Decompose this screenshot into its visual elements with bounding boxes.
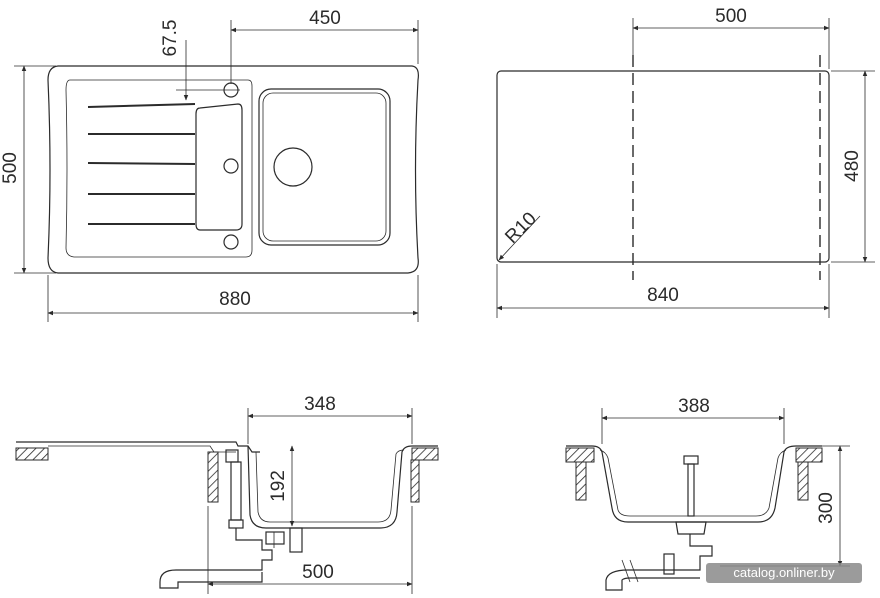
countertop-right (411, 447, 439, 461)
watermark-text: catalog.onliner.by (733, 565, 835, 580)
drainer-grooves (87, 103, 196, 225)
tap-hole-bottom (223, 234, 239, 250)
sink-profile-drainer (16, 441, 260, 453)
dim-cutout-840: 840 (647, 285, 679, 306)
dim-450: 450 (309, 8, 341, 29)
wall-cross-left (575, 461, 587, 501)
countertop-left (15, 447, 49, 461)
sink-profile-bowl (247, 445, 438, 529)
drainer-outline (65, 79, 253, 258)
sink-outline (47, 65, 419, 274)
wall-cross-right (797, 461, 809, 501)
dim-300: 300 (816, 492, 837, 524)
dim-388: 388 (678, 396, 710, 417)
dim-cutout-r10: R10 (501, 208, 540, 247)
dim-cutout-500: 500 (715, 6, 747, 27)
countertop-cross-left (565, 447, 595, 463)
countertop-cross-right (795, 447, 823, 463)
cutout-view: 500 480 R10 840 (496, 6, 875, 318)
sink-top-view: 450 67.5 500 880 (0, 8, 419, 322)
cross-section: 388 300 (565, 396, 850, 591)
dim-67-5: 67.5 (160, 20, 181, 57)
dim-cutout-480: 480 (842, 150, 863, 182)
watermark: catalog.onliner.by (706, 563, 862, 583)
dim-500-long: 500 (302, 562, 334, 583)
plumbing-cross (605, 455, 713, 591)
plumbing-long (159, 449, 303, 589)
bowl-inner-outline (262, 92, 387, 242)
bowl-outline (258, 88, 391, 246)
bowl-drain (273, 147, 313, 187)
dim-500-depth: 500 (0, 152, 21, 184)
cabinet-wall-right (410, 459, 420, 503)
dim-348: 348 (304, 394, 336, 415)
dim-192: 192 (268, 470, 289, 502)
tap-deck (195, 103, 243, 231)
tap-hole-middle (223, 158, 239, 174)
long-section: 348 192 500 (15, 394, 439, 594)
cutout-rectangle (496, 70, 830, 263)
cabinet-wall-left (207, 451, 219, 503)
dim-880: 880 (219, 289, 251, 310)
